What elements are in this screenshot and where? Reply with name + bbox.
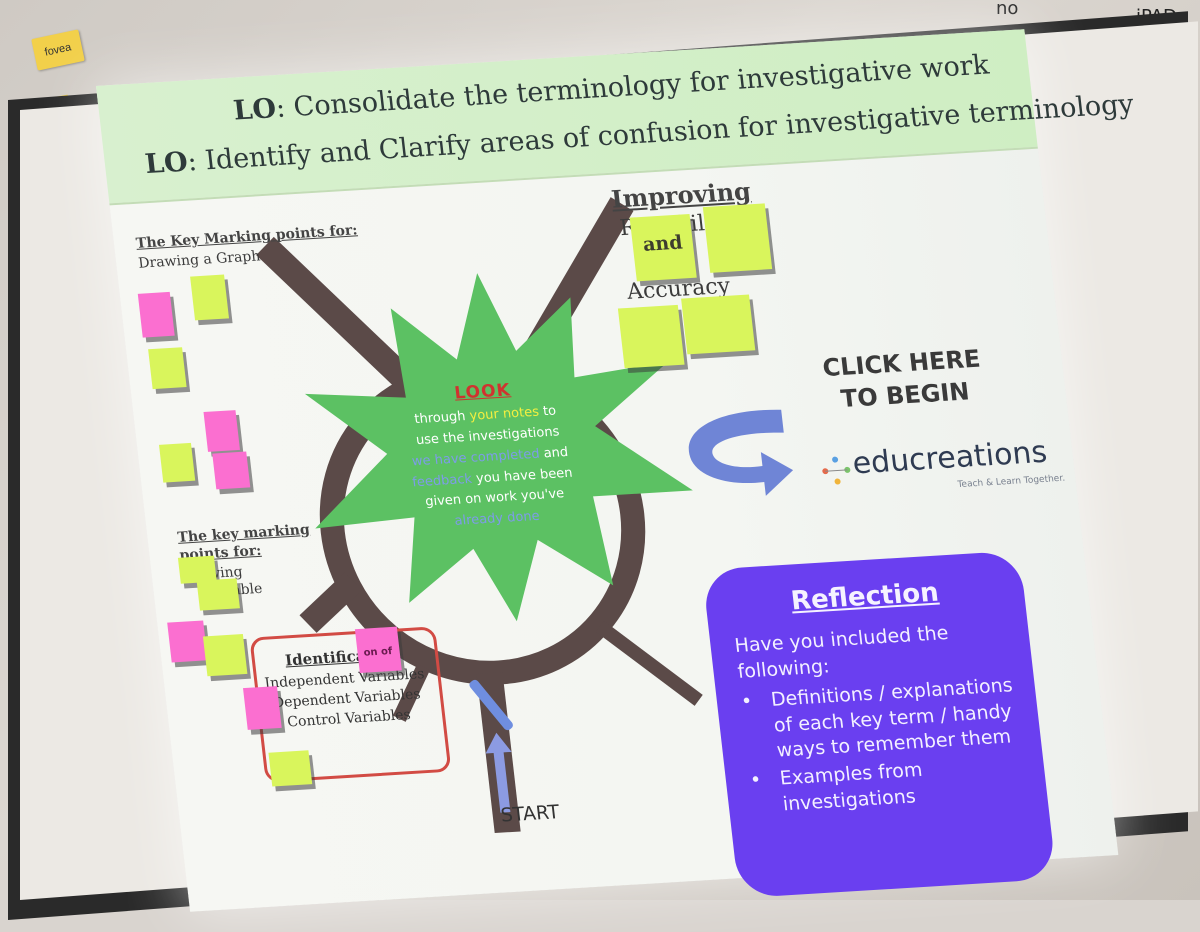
start-label: START [499,801,561,827]
reflection-panel: Reflection Have you included the followi… [701,550,1057,899]
wall-handwriting-1: no [996,0,1019,19]
road-right [595,620,703,706]
sticky-note-pink [203,410,240,452]
sticky-note-green [617,304,685,369]
sticky-note-green [148,347,187,390]
road-top-left [256,236,432,406]
sticky-note-green [268,750,313,787]
click-here-to-begin[interactable]: CLICK HERE TO BEGIN [821,344,982,414]
reflection-title: Reflection [789,577,941,617]
educreations-tagline: Teach & Learn Together. [957,473,1066,491]
sticky-note-green [158,442,196,483]
sticky-note-pink [243,686,282,730]
sticky-note-green [702,203,773,273]
sticky-note-and: and [629,214,697,282]
sticky-note-pink [212,451,251,490]
sticky-note-pink [137,291,175,338]
curved-arrow-icon[interactable] [675,394,807,511]
sticky-note-green [202,634,248,677]
sticky-note-green [681,294,756,355]
look-star [304,273,693,622]
sticky-note-pink [167,620,208,663]
educreations-logo-icon [822,456,851,485]
sticky-note-pink: on of [354,626,402,673]
sticky-note-green [190,274,230,321]
look-instruction: LOOK through your notes to use the inves… [381,373,598,536]
reflection-item: Definitions / explanations of each key t… [736,672,1034,766]
sticky-note-green [196,578,240,611]
road-left [299,572,362,633]
identification-list: Identification Independent Variables Dep… [261,642,430,734]
start-arrow [485,732,512,813]
road-lower-left [392,663,430,722]
educreations-wordmark[interactable]: educreations [850,434,1049,482]
projected-slide: LO: Consolidate the terminology for inve… [96,29,1135,912]
reflection-list: Definitions / explanations of each key t… [736,672,1040,821]
